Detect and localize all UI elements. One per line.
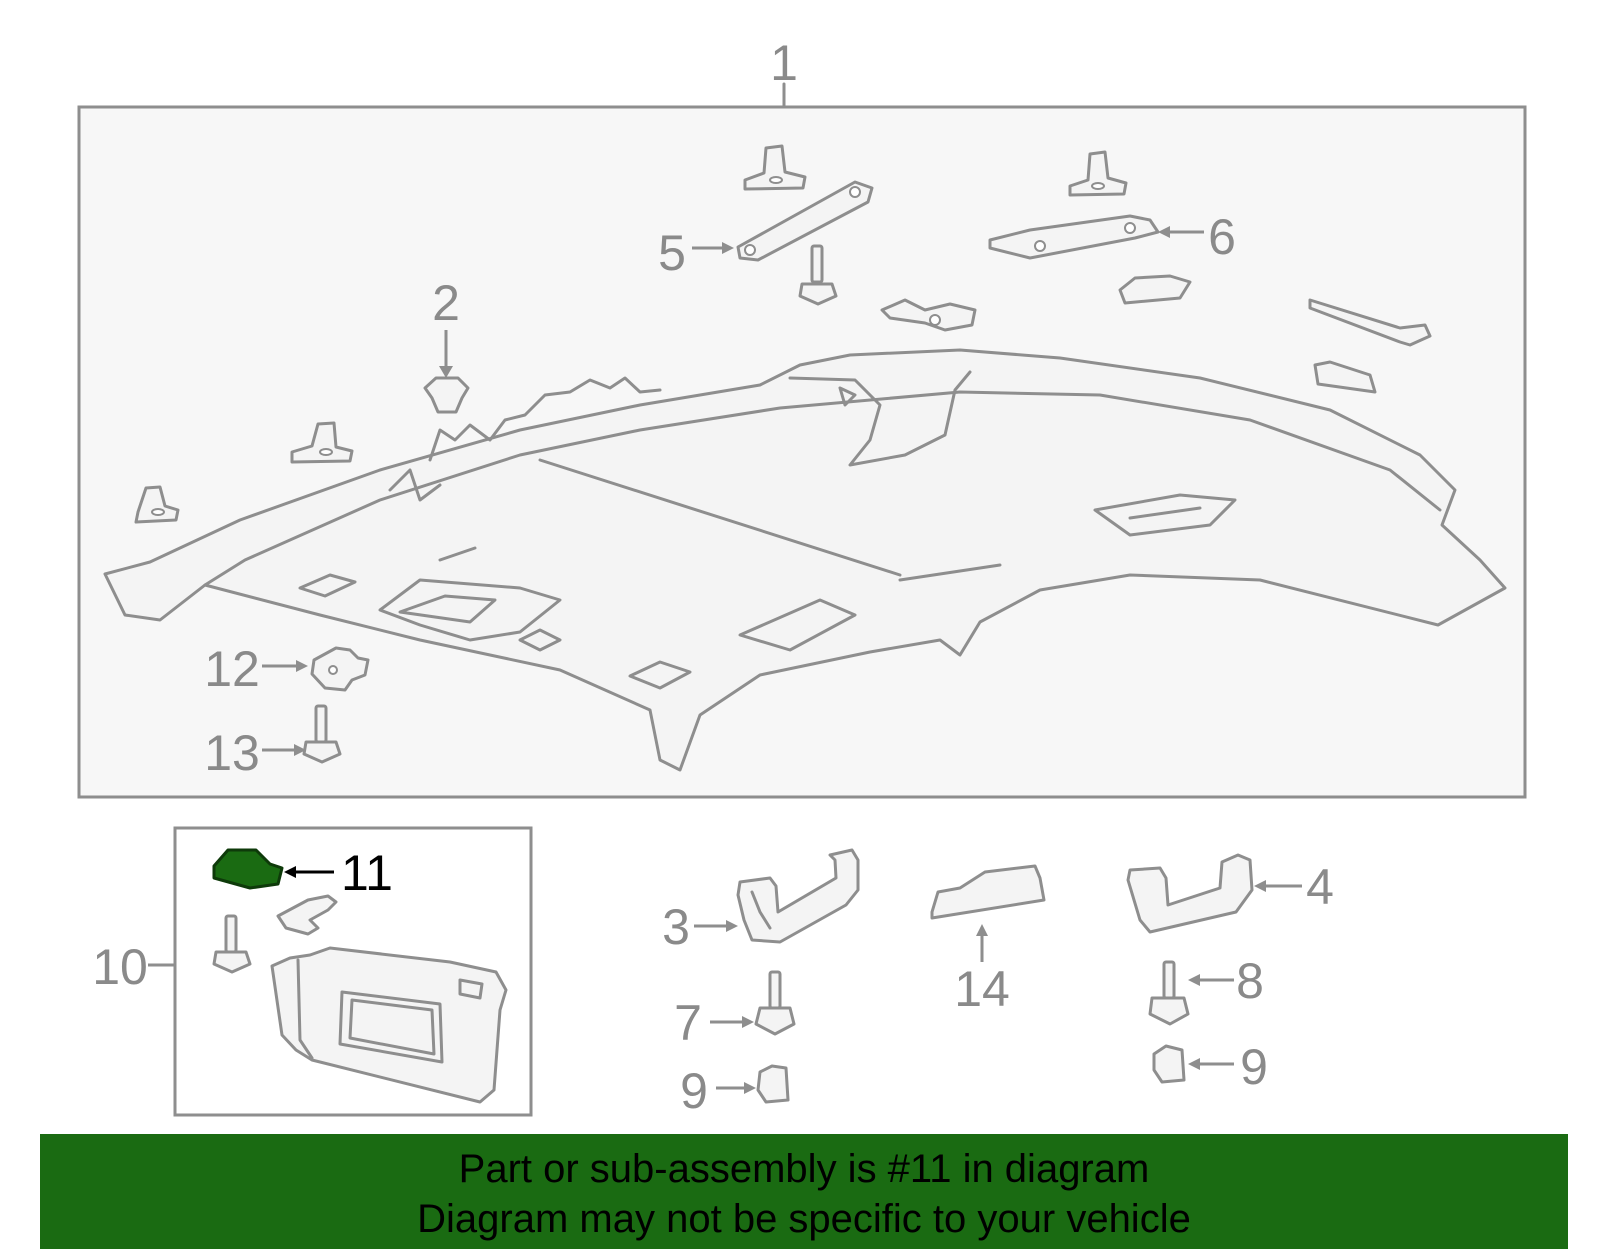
callout-label-9-left: 9 [680,1063,708,1119]
bolt-13 [302,704,342,764]
sun-visor [270,946,508,1104]
hook-14 [930,864,1046,920]
bracket-bar-5 [736,180,874,262]
callout-arrow-11 [284,866,334,878]
callout-label-4: 4 [1306,859,1334,915]
callout-label-7: 7 [674,995,702,1051]
clip-right-3 [1313,360,1377,394]
callout-label-13: 13 [204,725,260,781]
callout-label-12: 12 [204,641,260,697]
clip-center [880,298,977,332]
visor-arm [276,894,338,936]
bracket-left-1 [134,485,180,524]
callout-label-11: 11 [341,845,393,901]
info-banner: Part or sub-assembly is #11 in diagram D… [40,1134,1568,1249]
clip-12 [310,646,370,692]
callout-label-1: 1 [770,35,798,91]
clip-right-1 [1118,274,1192,305]
grab-handle-3 [736,848,860,944]
highlighted-part-11[interactable] [212,848,284,890]
callout-label-14: 14 [954,961,1010,1017]
retainer-2 [423,376,470,414]
callout-label-6: 6 [1208,209,1236,265]
bracket-left-2 [290,421,354,464]
banner-line-2: Diagram may not be specific to your vehi… [417,1197,1191,1241]
callout-label-9-right: 9 [1240,1039,1268,1095]
bolt-top [798,244,838,306]
callout-label-3: 3 [662,899,690,955]
cap-9-right [1152,1044,1186,1084]
callout-arrows [148,226,1302,1094]
bracket-top-right [1068,150,1128,197]
banner-line-1: Part or sub-assembly is #11 in diagram [458,1147,1150,1191]
callout-label-10: 10 [92,939,148,995]
callout-label-5: 5 [658,225,686,281]
callout-label-8: 8 [1236,953,1264,1009]
grab-handle-4 [1126,853,1254,934]
clip-right-2 [1308,298,1432,347]
headliner-part[interactable] [103,348,1507,772]
bracket-top-left [743,144,807,191]
bolt-8 [1148,960,1190,1026]
callout-label-2: 2 [432,275,460,331]
bolt-7 [754,970,796,1036]
visor-bolt [212,914,252,974]
cap-9-left [756,1064,790,1104]
